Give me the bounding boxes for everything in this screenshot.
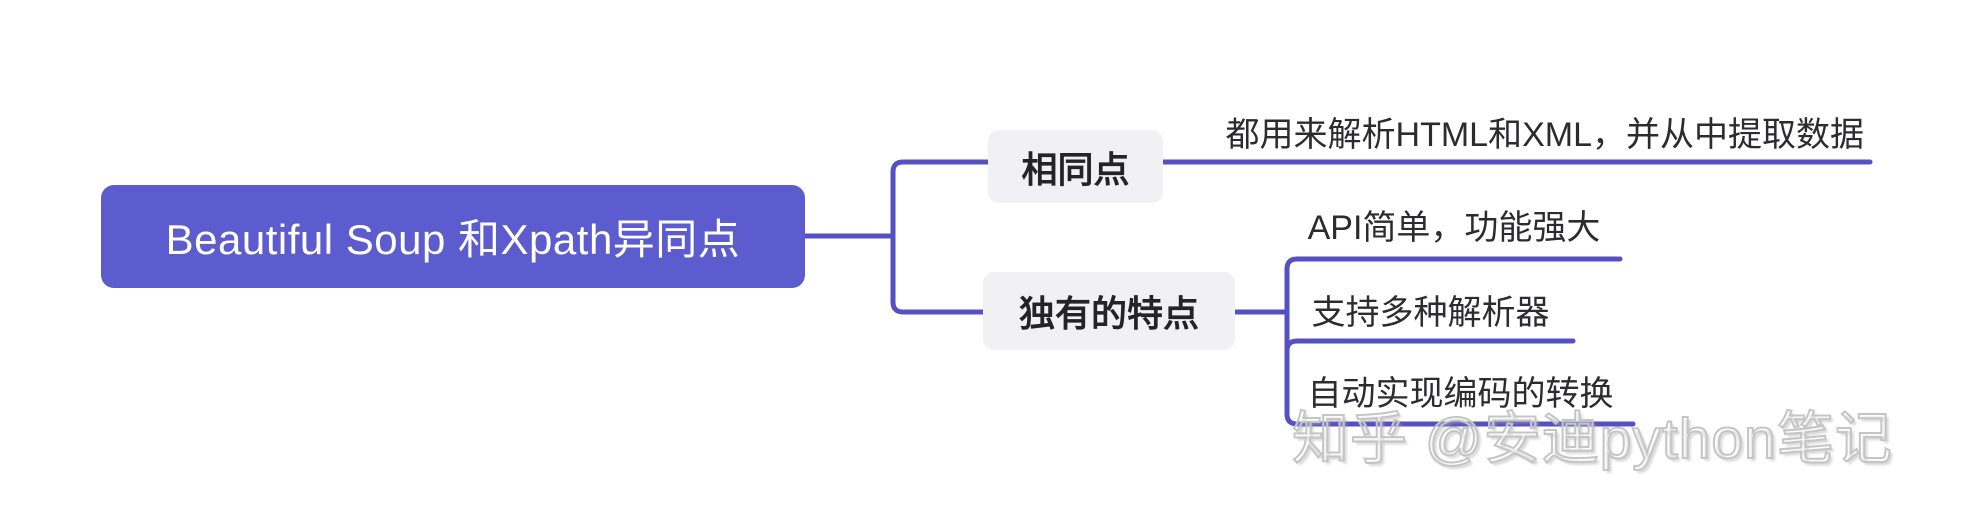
leaf-node-simple-api[interactable]: API简单，功能强大	[1307, 209, 1601, 247]
branch-node-label: 相同点	[1021, 148, 1130, 190]
leaf-node-multiple-parsers[interactable]: 支持多种解析器	[1311, 294, 1550, 332]
leaf-node-parse-html-xml[interactable]: 都用来解析HTML和XML，并从中提取数据	[1225, 116, 1864, 154]
connector-root-branches	[890, 159, 991, 315]
connector-unique-bracket	[1284, 256, 1636, 427]
root-node-label: Beautiful Soup 和Xpath异同点	[165, 216, 741, 263]
connector-unique-middle-underline	[1284, 338, 1576, 354]
leaf-node-auto-encoding[interactable]: 自动实现编码的转换	[1307, 375, 1614, 413]
watermark: 知乎 @安迪python笔记	[1291, 406, 1893, 472]
root-node[interactable]: Beautiful Soup 和Xpath异同点	[101, 185, 805, 288]
branch-node-unique-features[interactable]: 独有的特点	[983, 272, 1235, 350]
branch-node-similarities[interactable]: 相同点	[988, 130, 1163, 203]
branch-node-label: 独有的特点	[1018, 293, 1199, 334]
